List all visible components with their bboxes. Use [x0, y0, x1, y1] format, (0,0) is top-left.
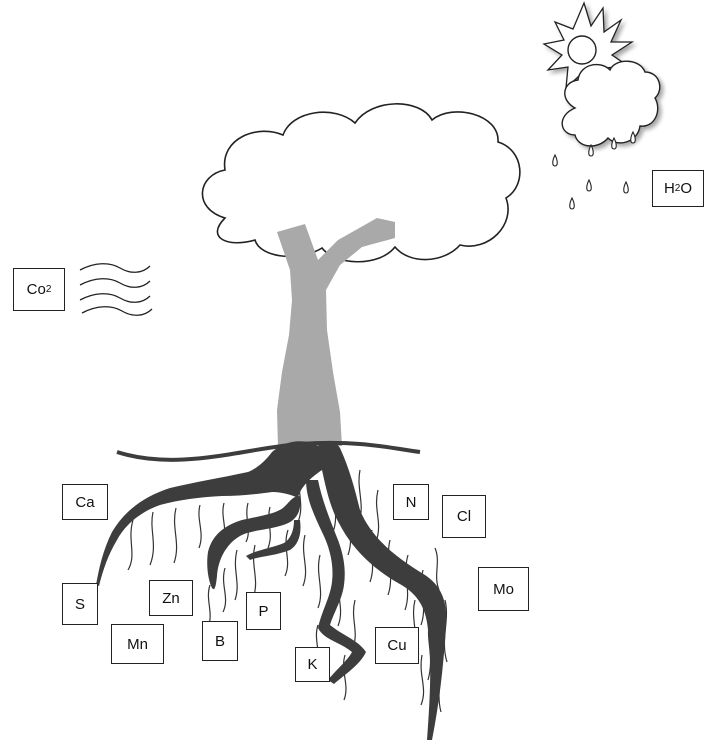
label-co2-sub: 2 — [46, 284, 52, 295]
label-mn: Mn — [111, 624, 164, 664]
air-wave-lines — [80, 264, 152, 316]
label-n: N — [393, 484, 429, 520]
label-k: K — [295, 647, 330, 682]
label-cl: Cl — [442, 495, 486, 538]
label-co2-main: Co — [27, 281, 46, 298]
label-ca: Ca — [62, 484, 108, 520]
label-s: S — [62, 583, 98, 625]
label-b: B — [202, 621, 238, 661]
label-cu: Cu — [375, 627, 419, 664]
label-zn: Zn — [149, 580, 193, 616]
label-mo: Mo — [478, 567, 529, 611]
label-p: P — [246, 592, 281, 630]
label-h2o-post: O — [680, 180, 692, 197]
label-h2o-pre: H — [664, 180, 675, 197]
